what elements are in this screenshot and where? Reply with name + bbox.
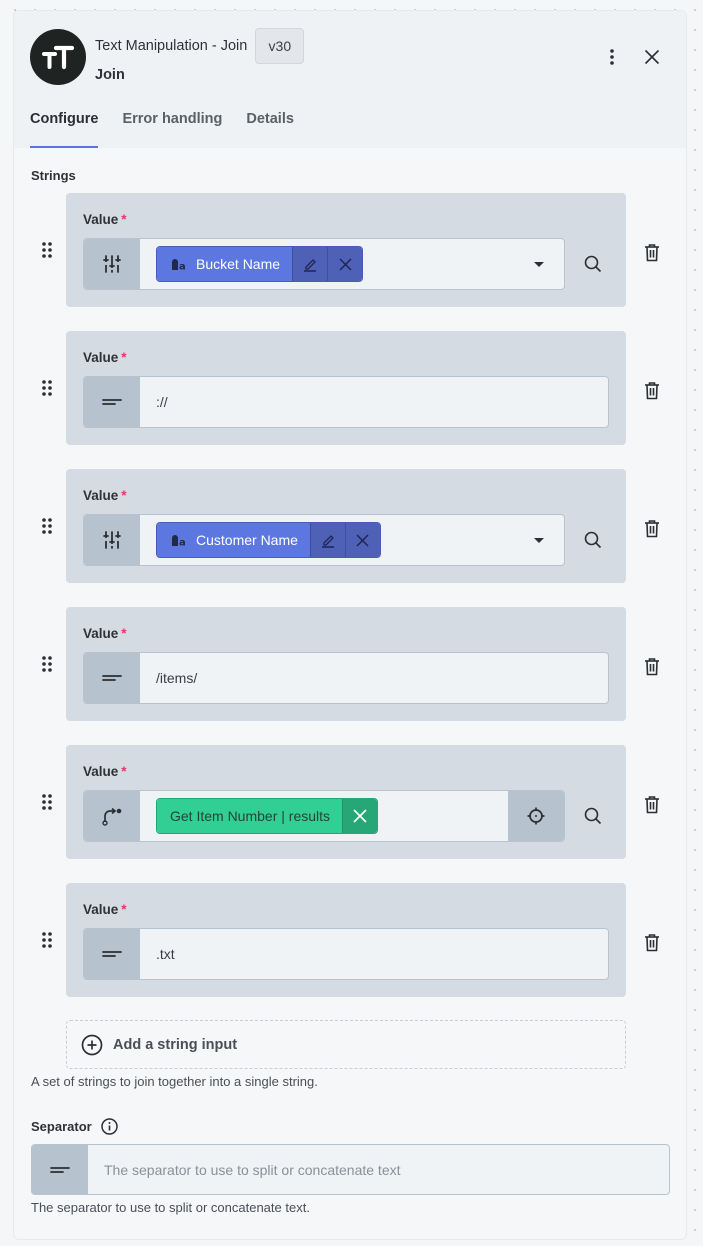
sliders-icon[interactable] — [84, 239, 140, 289]
edit-icon[interactable] — [292, 247, 328, 281]
value-field — [83, 928, 609, 980]
remove-chip-icon[interactable] — [327, 247, 363, 281]
separator-label: Separator — [31, 1118, 118, 1135]
text-lines-icon[interactable] — [84, 929, 140, 979]
add-string-label: Add a string input — [113, 1036, 238, 1053]
value-input[interactable] — [140, 929, 608, 979]
value-field — [83, 652, 609, 704]
string-card: Value* — [66, 883, 626, 997]
trash-icon[interactable] — [642, 793, 662, 815]
string-row: Value* — [14, 607, 686, 721]
string-row: Value* — [14, 331, 686, 445]
chip-label: Customer Name — [196, 532, 298, 548]
value-label: Value* — [83, 488, 127, 503]
reference-chip: Get Item Number | results — [156, 798, 379, 834]
tab-details[interactable]: Details — [246, 111, 294, 127]
plus-circle-icon — [81, 1034, 103, 1056]
branch-arrow-icon[interactable] — [84, 791, 140, 841]
strings-label: Strings — [31, 168, 76, 183]
separator-help-text: The separator to use to split or concate… — [31, 1200, 310, 1215]
chevron-down-icon[interactable] — [534, 262, 544, 267]
crosshair-icon[interactable] — [508, 791, 564, 841]
svg-text:a: a — [179, 262, 186, 271]
tab-configure[interactable]: Configure — [30, 111, 99, 148]
separator-field — [31, 1144, 670, 1195]
svg-text:a: a — [179, 538, 186, 547]
version-badge: v30 — [255, 28, 305, 64]
value-label: Value* — [83, 626, 127, 641]
string-row: Value* — [14, 883, 686, 997]
variable-chip: a Bucket Name — [156, 246, 364, 282]
string-row: Value* a Bucket Name — [14, 193, 686, 307]
string-card: Value* — [66, 607, 626, 721]
value-field[interactable]: a Customer Name — [83, 514, 565, 566]
string-row: Value* Get Item Number | results — [14, 745, 686, 859]
search-icon[interactable] — [580, 251, 606, 277]
drag-handle-icon[interactable] — [41, 241, 53, 259]
trash-icon[interactable] — [642, 517, 662, 539]
string-card: Value* Get Item Number | results — [66, 745, 626, 859]
drag-handle-icon[interactable] — [41, 931, 53, 949]
remove-chip-icon[interactable] — [344, 523, 380, 557]
trash-icon[interactable] — [642, 655, 662, 677]
edit-icon[interactable] — [309, 523, 345, 557]
strings-help-text: A set of strings to join together into a… — [31, 1074, 318, 1089]
drag-handle-icon[interactable] — [41, 793, 53, 811]
kebab-menu-icon[interactable] — [600, 45, 624, 69]
value-input[interactable] — [140, 377, 608, 427]
search-icon[interactable] — [580, 803, 606, 829]
value-field — [83, 376, 609, 428]
step-config-panel: Text Manipulation - Join v30 Join Config… — [13, 10, 687, 1240]
variable-text-icon: a — [171, 258, 186, 270]
string-row: Value* a Customer Name — [14, 469, 686, 583]
drag-handle-icon[interactable] — [41, 655, 53, 673]
string-card: Value* a Customer Name — [66, 469, 626, 583]
value-input[interactable] — [140, 653, 608, 703]
remove-chip-icon[interactable] — [342, 799, 378, 833]
panel-header: Text Manipulation - Join v30 Join Config… — [14, 11, 686, 148]
tab-bar: Configure Error handling Details — [30, 111, 318, 148]
value-field[interactable]: Get Item Number | results — [83, 790, 565, 842]
text-lines-icon[interactable] — [84, 653, 140, 703]
value-label: Value* — [83, 764, 127, 779]
value-label: Value* — [83, 902, 127, 917]
variable-text-icon: a — [171, 534, 186, 546]
text-lines-icon[interactable] — [84, 377, 140, 427]
text-size-icon — [30, 29, 86, 85]
sliders-icon[interactable] — [84, 515, 140, 565]
trash-icon[interactable] — [642, 241, 662, 263]
close-icon[interactable] — [640, 45, 664, 69]
text-lines-icon[interactable] — [32, 1145, 88, 1194]
tab-error-handling[interactable]: Error handling — [122, 111, 223, 127]
trash-icon[interactable] — [642, 379, 662, 401]
separator-input[interactable] — [88, 1145, 669, 1194]
app-title: Text Manipulation - Join — [95, 38, 248, 54]
add-string-input-button[interactable]: Add a string input — [66, 1020, 626, 1069]
drag-handle-icon[interactable] — [41, 517, 53, 535]
search-icon[interactable] — [580, 527, 606, 553]
info-icon[interactable] — [100, 1118, 118, 1135]
chevron-down-icon[interactable] — [534, 538, 544, 543]
string-card: Value* a Bucket Name — [66, 193, 626, 307]
string-card: Value* — [66, 331, 626, 445]
value-field[interactable]: a Bucket Name — [83, 238, 565, 290]
step-name: Join — [95, 67, 125, 83]
value-label: Value* — [83, 212, 127, 227]
value-label: Value* — [83, 350, 127, 365]
drag-handle-icon[interactable] — [41, 379, 53, 397]
chip-label: Get Item Number | results — [170, 808, 331, 824]
variable-chip: a Customer Name — [156, 522, 381, 558]
trash-icon[interactable] — [642, 931, 662, 953]
chip-label: Bucket Name — [196, 256, 281, 272]
